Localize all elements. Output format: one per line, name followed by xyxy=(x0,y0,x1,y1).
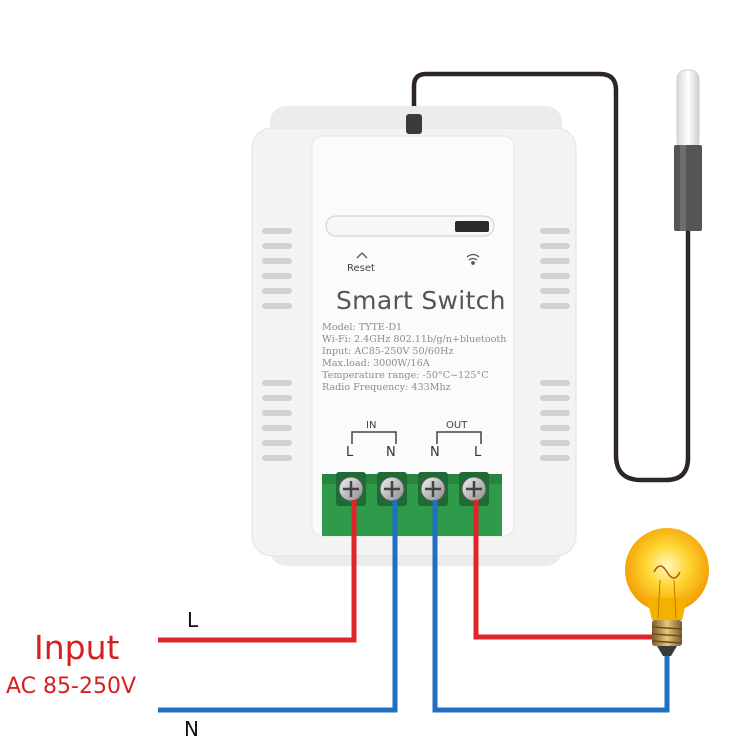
input-title: Input xyxy=(34,628,120,667)
in-label: IN xyxy=(366,420,377,431)
chevron-up-icon xyxy=(356,252,368,259)
light-bulb-icon xyxy=(625,528,709,656)
spec-list: Model: TYTE-D1 Wi-Fi: 2.4GHz 802.11b/g/n… xyxy=(322,322,506,394)
smart-switch-device xyxy=(251,106,577,566)
spec-temperature-range: Temperature range: -50°C~125°C xyxy=(322,370,489,381)
terminal-label: L xyxy=(474,445,482,460)
live-wire-label: L xyxy=(187,608,199,632)
terminal-screw-icon xyxy=(338,476,487,502)
out-label: OUT xyxy=(446,420,468,431)
terminal-label: N xyxy=(386,445,396,460)
spec-radio-frequency: Radio Frequency: 433Mhz xyxy=(322,382,451,393)
temperature-probe-icon xyxy=(411,69,702,483)
device-title: Smart Switch xyxy=(336,286,506,315)
spec-input: Input: AC85-250V 50/60Hz xyxy=(322,346,454,357)
reset-label: Reset xyxy=(347,263,375,274)
spec-model: Model: TYTE-D1 xyxy=(322,322,403,333)
spec-wifi: Wi-Fi: 2.4GHz 802.11b/g/n+bluetooth xyxy=(322,334,507,345)
spec-max-load: Max.load: 3000W/16A xyxy=(322,358,430,369)
wifi-icon xyxy=(466,253,480,265)
terminal-label: N xyxy=(430,445,440,460)
terminal-label: L xyxy=(346,445,354,460)
input-range: AC 85-250V xyxy=(6,674,136,699)
neutral-wire-label: N xyxy=(184,717,199,741)
wiring xyxy=(158,500,670,713)
